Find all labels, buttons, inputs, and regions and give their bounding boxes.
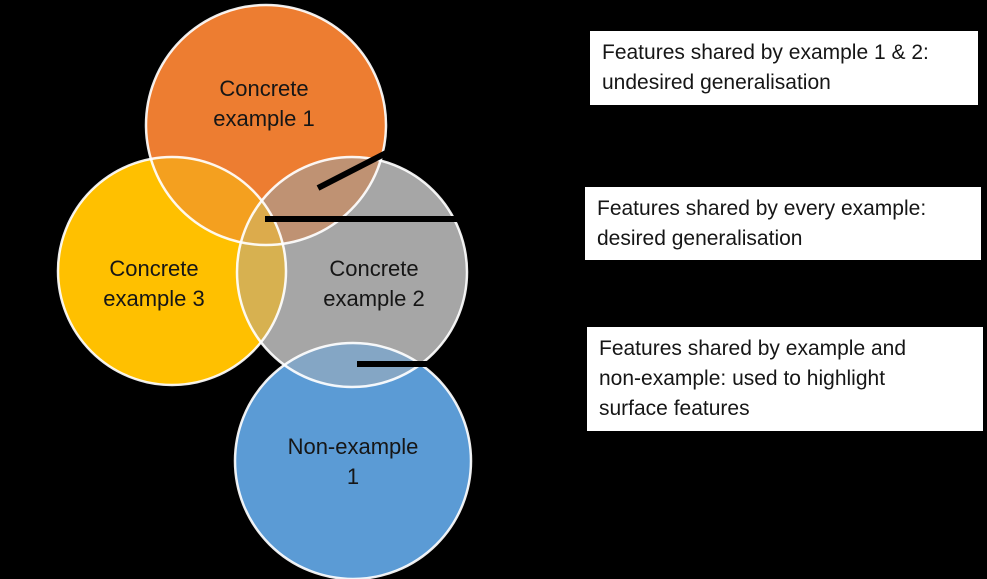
circle-label-concrete-example-3: Concrete example 3 (103, 254, 205, 314)
overlap-example1-example3 (146, 157, 286, 245)
annotation-box-desired-generalisation: Features shared by every example: desire… (585, 187, 981, 260)
circle-non-example-1 (235, 343, 471, 579)
label-line: example 3 (103, 286, 205, 311)
annotation-box-undesired-generalisation: Features shared by example 1 & 2: undesi… (590, 31, 978, 105)
label-line: Concrete (109, 256, 199, 281)
outline-concrete-example-1 (144, 3, 388, 247)
label-line: Non-example (287, 434, 419, 459)
callout-line-undesired-generalisation (316, 147, 394, 191)
annotation-text-line: Features shared by example 1 & 2: (602, 41, 929, 64)
annotation-text-line: Features shared by every example: (597, 197, 927, 220)
circle-label-concrete-example-2: Concrete example 2 (323, 254, 425, 314)
annotation-text-line: undesired generalisation (602, 71, 831, 94)
outline-non-example-1 (233, 341, 473, 579)
label-line: example 2 (323, 286, 425, 311)
annotation-text-line: desired generalisation (597, 227, 803, 250)
outline-concrete-example-2 (235, 155, 469, 389)
circle-label-non-example-1: Non-example 1 (288, 432, 419, 492)
overlap-example1-example2 (237, 157, 386, 245)
annotation-text-line: surface features (599, 397, 750, 420)
circle-label-concrete-example-1: Concrete example 1 (213, 74, 315, 134)
label-line: example 1 (213, 106, 315, 131)
annotation-text-line: non-example: used to highlight (599, 367, 886, 390)
label-line: Concrete (219, 76, 309, 101)
label-line: 1 (346, 464, 360, 489)
annotation-box-surface-features: Features shared by example and non-examp… (587, 327, 983, 431)
annotation-text-line: Features shared by example and (599, 337, 907, 360)
outline-concrete-example-3 (56, 155, 288, 387)
label-line: Concrete (329, 256, 419, 281)
